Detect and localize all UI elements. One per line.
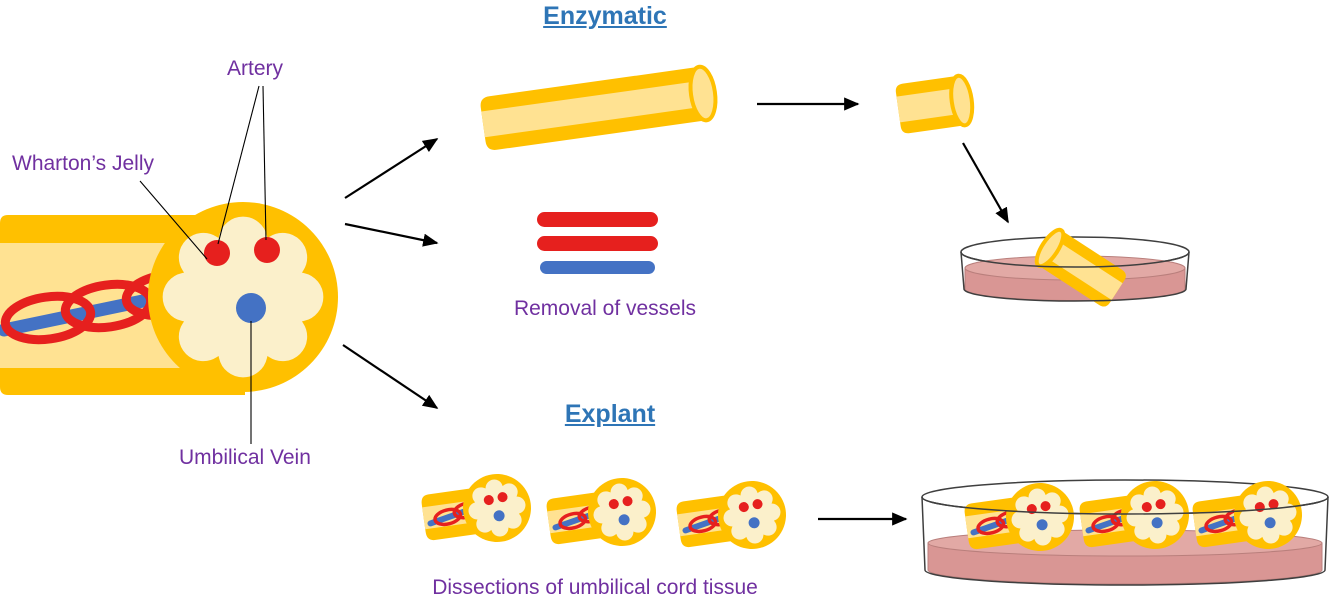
removed-vessels [537,212,658,274]
dissections-caption: Dissections of umbilical cord tissue [432,576,758,599]
dish-bottom [963,288,1187,302]
explant-dissections [419,470,790,559]
removal-of-vessels-caption: Removal of vessels [513,297,697,320]
artery-dot [204,240,230,266]
cord-dissection [419,470,535,552]
artery-label: Artery [227,57,284,80]
cord-dissection [674,477,790,559]
arrow-to-explant [342,344,439,409]
dish-bottom [924,569,1326,586]
segment-end-face [688,64,718,123]
process-arrows [342,97,1009,526]
dish-rim-front [960,251,1190,268]
removed-artery-bar [537,212,658,227]
stripped-cord-segment-long [480,64,718,150]
umbilical-vein-label: Umbilical Vein [179,446,311,469]
whartons-jelly-label: Wharton’s Jelly [12,152,154,175]
removed-vein-bar [540,261,655,274]
artery-dot [254,237,280,263]
petri-dish-enzymatic [960,227,1190,307]
arrow-to-vessel-removal [344,222,439,247]
cord-piece-in-dish [1034,227,1126,307]
removed-artery-bar [537,236,658,251]
petri-dish-explant [921,477,1329,586]
explant-heading: Explant [564,400,656,428]
artery-link [0,291,96,345]
arrow-to-enzymatic [344,138,439,199]
stripped-cord-piece-small [895,73,975,134]
enzymatic-heading: Enzymatic [543,2,667,30]
label-pointer-lines [139,85,267,444]
artery-pointer-line [217,85,260,245]
umbilical-cord-illustration [0,202,338,395]
cord-dissection [544,474,660,556]
dish-walls [960,251,1190,290]
dish-rim-front [921,496,1329,515]
vein-dot [236,293,266,323]
piece-end-face [949,73,975,128]
dish-walls [921,496,1329,571]
whartons-jelly-pointer-line [139,180,208,260]
artery-pointer-line [262,85,267,241]
arrow-piece-to-dish [962,142,1009,224]
